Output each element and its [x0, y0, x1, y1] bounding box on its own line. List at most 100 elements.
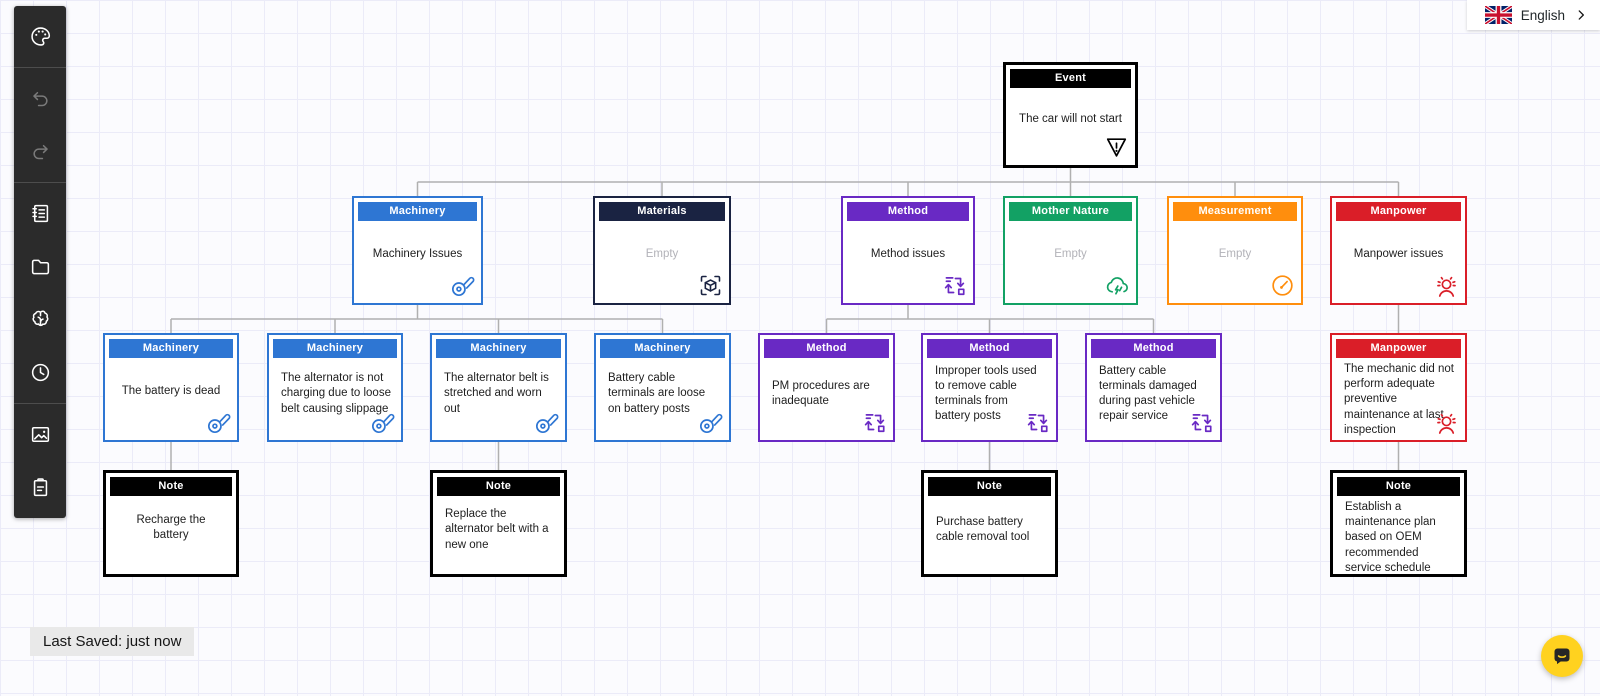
card-header-label: Materials [599, 202, 725, 221]
card-body: Manpower issues [1336, 221, 1461, 299]
card-header-label: Event [1010, 69, 1131, 88]
sidebar-button-redo[interactable] [14, 125, 66, 178]
card-body: Establish a maintenance plan based on OE… [1337, 496, 1460, 586]
card-header-label: Method [764, 339, 889, 358]
palette-icon [29, 25, 52, 48]
card-cause-method-1[interactable]: Method PM procedures are inadequate [758, 333, 895, 442]
sidebar-button-folder[interactable] [14, 240, 66, 293]
card-header-label: Note [928, 477, 1051, 496]
box-scan-icon [697, 272, 724, 299]
caster-wheel-icon [697, 409, 724, 436]
card-body-text: The alternator is not charging due to lo… [281, 372, 391, 415]
sidebar-divider [14, 182, 66, 183]
gauge-icon [1269, 272, 1296, 299]
card-header-label: Note [437, 477, 560, 496]
card-header-label: Method [847, 202, 969, 221]
sidebar-button-clipboard[interactable] [14, 461, 66, 514]
card-body-text: PM procedures are inadequate [772, 379, 870, 407]
card-body-text: Recharge the battery [136, 513, 206, 541]
sidebar-button-history[interactable] [14, 346, 66, 399]
card-body-text: Empty [1218, 248, 1252, 261]
card-body-text: The mechanic did not perform adequate pr… [1344, 363, 1454, 436]
sidebar-button-palette[interactable] [14, 10, 66, 63]
card-header-label: Machinery [109, 339, 233, 358]
caster-wheel-icon [449, 272, 476, 299]
language-selector[interactable]: English [1466, 0, 1600, 30]
card-body: Recharge the battery [110, 496, 232, 570]
card-header-label: Measurement [1173, 202, 1297, 221]
card-body-text: The car will not start [1019, 112, 1122, 125]
card-header-label: Machinery [358, 202, 477, 221]
card-body: Battery cable terminals are loose on bat… [600, 358, 725, 436]
card-header-label: Method [927, 339, 1052, 358]
sidebar-button-brain[interactable] [14, 293, 66, 346]
card-body: Empty [599, 221, 725, 299]
card-body: Battery cable terminals damaged during p… [1091, 358, 1216, 436]
sidebar-divider [14, 403, 66, 404]
card-body: Improper tools used to remove cable term… [927, 358, 1052, 436]
card-header-label: Manpower [1336, 202, 1461, 221]
card-body: Purchase battery cable removal tool [928, 496, 1051, 570]
sidebar-button-journal[interactable] [14, 187, 66, 240]
flow-arrows-icon [861, 409, 888, 436]
sidebar-button-undo[interactable] [14, 72, 66, 125]
sidebar-divider [14, 67, 66, 68]
card-body-text: Method issues [870, 248, 946, 261]
clipboard-icon [29, 476, 52, 499]
card-body-text: Purchase battery cable removal tool [936, 515, 1030, 543]
card-body-text: The alternator belt is stretched and wor… [444, 372, 549, 415]
card-body-text: The battery is dead [121, 385, 221, 398]
caster-wheel-icon [533, 409, 560, 436]
card-body-text: Battery cable terminals damaged during p… [1099, 364, 1197, 423]
card-body: Empty [1009, 221, 1132, 299]
image-icon [29, 423, 52, 446]
card-header-label: Method [1091, 339, 1216, 358]
storm-cloud-icon [1104, 272, 1131, 299]
last-saved-status: Last Saved: just now [30, 627, 195, 656]
uk-flag-icon [1483, 4, 1513, 26]
card-header-label: Note [110, 477, 232, 496]
person-stress-icon [1433, 272, 1460, 299]
card-header-label: Mother Nature [1009, 202, 1132, 221]
card-body: Replace the alternator belt with a new o… [437, 496, 560, 570]
card-body-text: Machinery Issues [372, 248, 463, 261]
language-label: English [1520, 7, 1565, 23]
card-body: The alternator belt is stretched and wor… [436, 358, 561, 436]
brain-icon [29, 308, 52, 331]
history-icon [29, 361, 52, 384]
card-body-text: Empty [645, 248, 679, 261]
sidebar-button-image[interactable] [14, 408, 66, 461]
chevron-right-icon [1574, 8, 1588, 22]
card-body-text: Replace the alternator belt with a new o… [445, 508, 549, 551]
card-body: PM procedures are inadequate [764, 358, 889, 436]
person-stress-icon [1433, 409, 1460, 436]
card-body: The mechanic did not perform adequate pr… [1336, 358, 1461, 448]
card-body-text: Battery cable terminals are loose on bat… [608, 372, 706, 415]
chat-button[interactable] [1541, 635, 1583, 677]
chat-bubble-icon [1550, 644, 1574, 668]
card-body: Machinery Issues [358, 221, 477, 299]
card-body: Method issues [847, 221, 969, 299]
card-body-text: Empty [1054, 248, 1087, 261]
caster-wheel-icon [369, 409, 396, 436]
card-body-text: Establish a maintenance plan based on OE… [1345, 501, 1436, 574]
